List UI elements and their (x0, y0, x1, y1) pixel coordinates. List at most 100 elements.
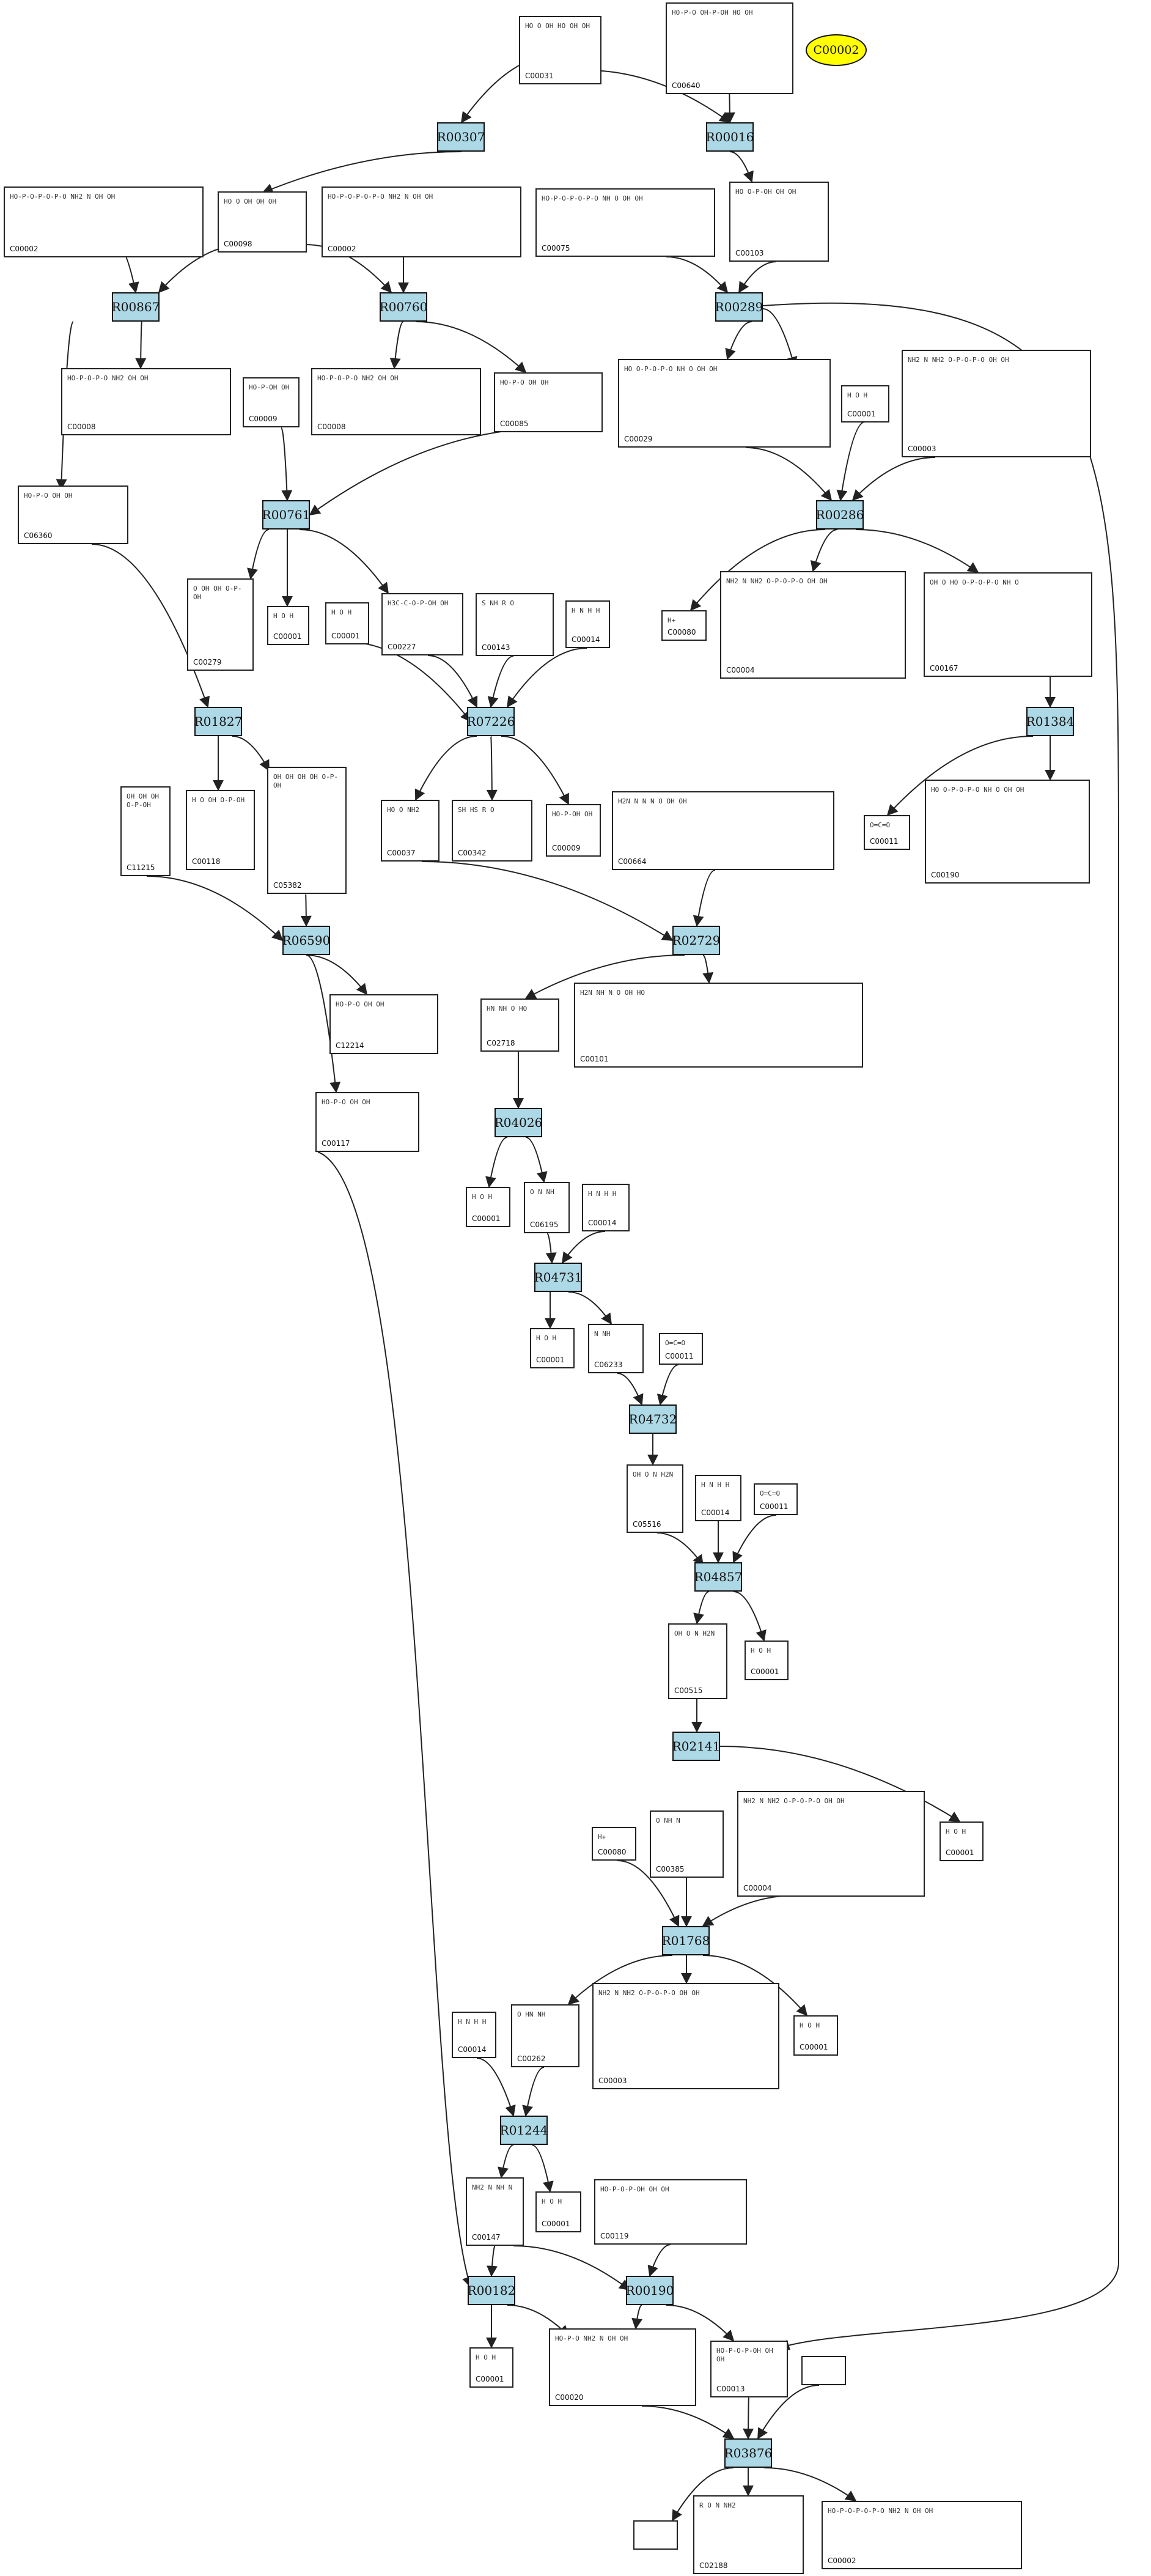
reaction-r01384[interactable]: R01384 (1026, 707, 1074, 736)
structure-drawing: H N H H (458, 2018, 487, 2026)
reaction-r02729[interactable]: R02729 (672, 926, 720, 955)
reaction-r00307[interactable]: R00307 (437, 122, 485, 152)
reaction-r00190[interactable]: R00190 (626, 2276, 674, 2305)
reaction-r04026[interactable]: R04026 (495, 1108, 542, 1137)
reaction-r07226[interactable]: R07226 (467, 707, 515, 736)
reaction-r04857[interactable]: R04857 (694, 1562, 742, 1592)
compound-c00080[interactable]: H+C00080 (592, 1827, 636, 1861)
empty-compound-box[interactable] (633, 2520, 678, 2550)
reaction-r00016[interactable]: R00016 (706, 122, 754, 152)
reaction-edge (656, 1364, 679, 1406)
reaction-r03876[interactable]: R03876 (724, 2438, 772, 2468)
reaction-r01827[interactable]: R01827 (194, 707, 242, 736)
reaction-r00760[interactable]: R00760 (380, 292, 427, 322)
reaction-r00182[interactable]: R00182 (468, 2276, 515, 2305)
reaction-r00867[interactable]: R00867 (112, 292, 160, 322)
reaction-edge (757, 2385, 820, 2440)
reaction-r04732[interactable]: R04732 (629, 1404, 677, 1434)
reaction-r06590[interactable]: R06590 (282, 926, 330, 955)
reaction-r01244[interactable]: R01244 (500, 2116, 548, 2145)
reaction-r00761[interactable]: R00761 (262, 500, 310, 530)
reaction-r01768[interactable]: R01768 (662, 1926, 710, 1955)
highlight-compound[interactable]: C00002 (806, 34, 867, 66)
reaction-r04731[interactable]: R04731 (534, 1263, 582, 1292)
reaction-edge (427, 655, 478, 708)
reaction-label: R00761 (262, 507, 311, 522)
structure-drawing: H N H H (588, 1190, 617, 1198)
reaction-edge (729, 151, 754, 183)
reaction-r00286[interactable]: R00286 (816, 500, 864, 530)
compound-c00080[interactable]: H+C00080 (661, 610, 707, 641)
empty-compound-box[interactable] (801, 2356, 846, 2385)
structure-drawing: OH O N H2N (674, 1629, 715, 1637)
compound-id: C00001 (751, 1667, 779, 1676)
reaction-label: R00307 (436, 130, 485, 144)
reaction-r02141[interactable]: R02141 (672, 1732, 720, 1761)
compound-id: C00037 (387, 849, 416, 857)
reaction-r00289[interactable]: R00289 (715, 292, 763, 322)
